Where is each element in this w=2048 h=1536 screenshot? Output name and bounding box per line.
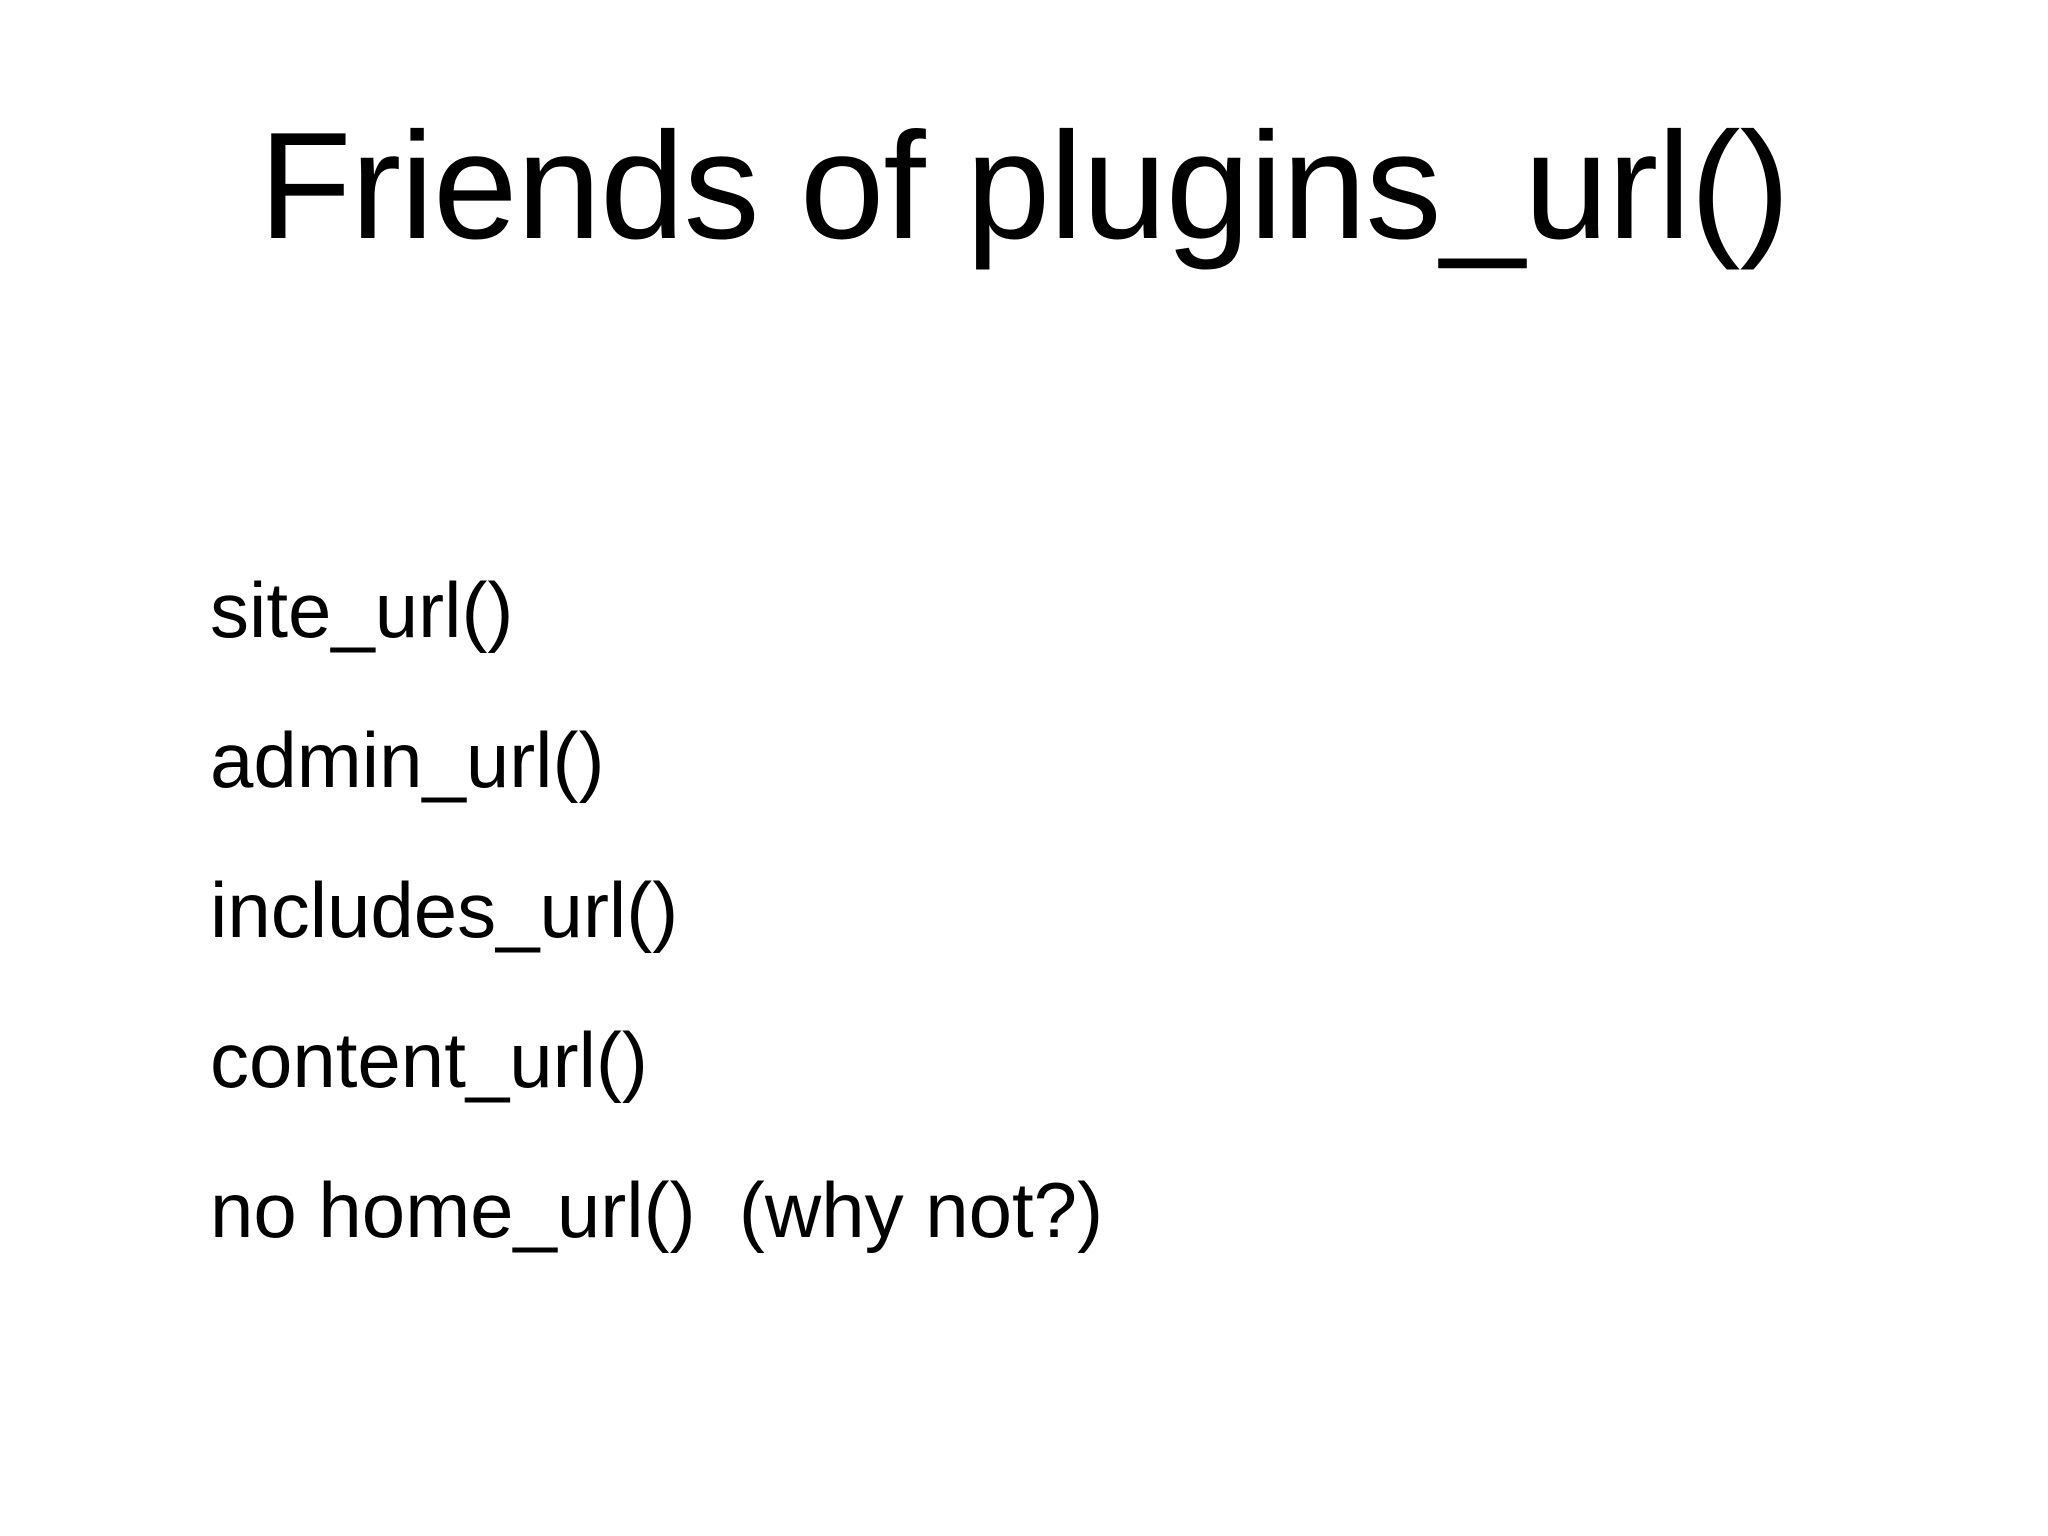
function-list: site_url() admin_url() includes_url() co…	[210, 535, 1948, 1285]
list-item-site-url: site_url()	[210, 566, 514, 654]
list-item-no-home-url: no home_url() (why not?)	[210, 1166, 1104, 1254]
list-item-admin-url: admin_url()	[210, 716, 605, 804]
list-item-content-url: content_url()	[210, 1016, 648, 1104]
list-item-includes-url: includes_url()	[210, 866, 679, 954]
slide-title: Friends of plugins_url()	[258, 101, 1790, 271]
